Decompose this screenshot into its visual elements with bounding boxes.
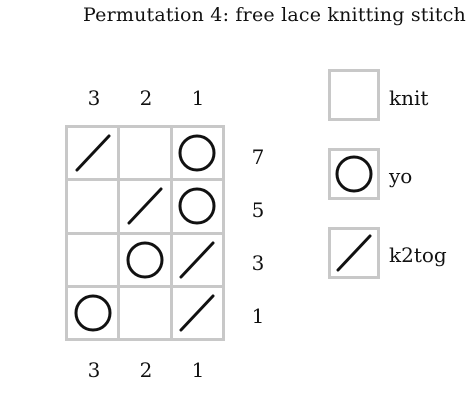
legend-symbol-knit [328, 69, 380, 121]
row-number: 1 [251, 304, 265, 328]
chart-cell [120, 181, 170, 232]
stitch-chart-grid [65, 125, 225, 341]
chart-cell [120, 128, 170, 179]
chart-cell [172, 128, 222, 179]
chart-cell [68, 234, 118, 285]
chart-title: Permutation 4: free lace knitting stitch [83, 4, 466, 26]
knit-two-together-icon [179, 294, 215, 332]
legend-symbol-yo [328, 148, 380, 200]
chart-cell [68, 128, 118, 179]
chart-cell [120, 234, 170, 285]
chart-cell [172, 234, 222, 285]
row-number: 3 [251, 251, 265, 275]
chart-cell [68, 181, 118, 232]
legend-symbol-k2tog [328, 227, 380, 279]
chart-cell [120, 287, 170, 338]
column-number-bottom: 1 [191, 358, 205, 382]
knit-two-together-icon [179, 241, 215, 279]
legend-label-yo: yo [389, 164, 413, 188]
column-number-bottom: 3 [87, 358, 101, 382]
yarn-over-icon [126, 241, 164, 279]
knit-two-together-icon [336, 234, 372, 272]
knit-two-together-icon [127, 187, 163, 225]
yarn-over-icon [74, 294, 112, 332]
row-number: 5 [251, 198, 265, 222]
chart-cell [172, 287, 222, 338]
yarn-over-icon [335, 155, 373, 193]
yarn-over-icon [178, 187, 216, 225]
chart-cell [172, 181, 222, 232]
legend-label-knit: knit [389, 86, 429, 110]
column-number-top: 1 [191, 86, 205, 110]
column-number-bottom: 2 [139, 358, 153, 382]
yarn-over-icon [178, 134, 216, 172]
knit-two-together-icon [75, 134, 111, 172]
legend-label-k2tog: k2tog [389, 243, 447, 267]
chart-cell [68, 287, 118, 338]
column-number-top: 3 [87, 86, 101, 110]
column-number-top: 2 [139, 86, 153, 110]
row-number: 7 [251, 145, 265, 169]
